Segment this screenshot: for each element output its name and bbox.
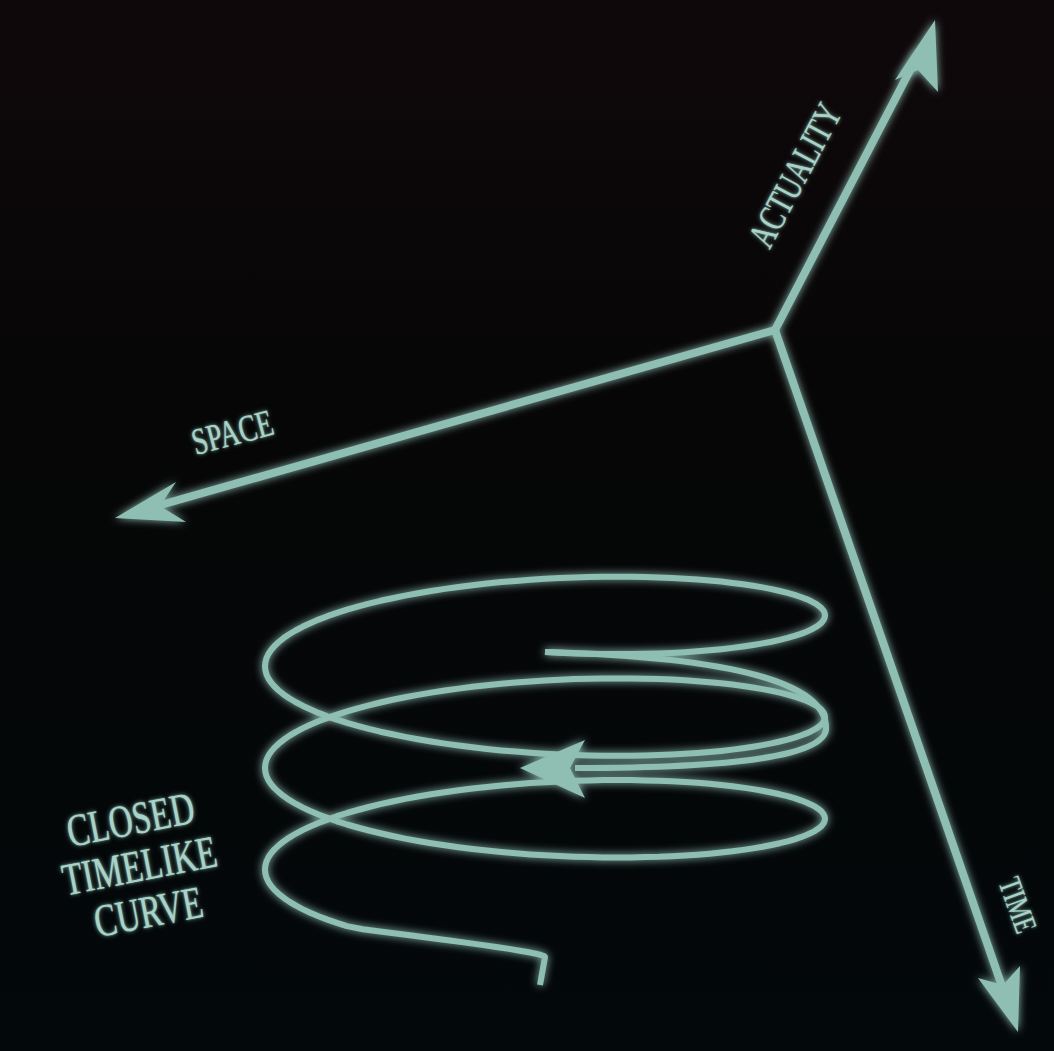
arrowhead	[115, 482, 186, 522]
arrowhead	[895, 20, 938, 92]
closed-timelike-curve	[265, 577, 826, 985]
helix-curve	[545, 652, 826, 768]
helix-curve	[265, 577, 825, 985]
axis-label: TIME	[993, 873, 1042, 937]
time-axis	[775, 330, 1005, 995]
arrowhead	[520, 740, 585, 798]
space-axis	[150, 330, 775, 508]
curve-label: CLOSED TIMELIKE CURVE	[50, 782, 230, 950]
axis-label: SPACE	[187, 403, 277, 461]
axis-label: ACTUALITY	[741, 97, 848, 253]
arrowhead	[978, 966, 1020, 1032]
